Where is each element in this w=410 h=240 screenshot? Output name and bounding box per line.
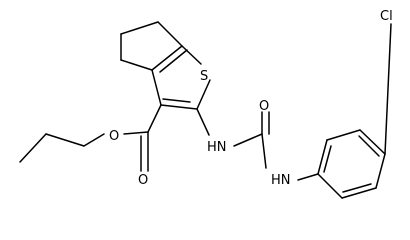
thiophene-ring (151, 45, 211, 110)
bond (317, 139, 328, 175)
chlorine-label: Cl (380, 9, 393, 24)
chlorophenyl-ring (317, 23, 392, 199)
cyclopentane-ring (120, 21, 183, 71)
bond (181, 45, 202, 65)
bond (45, 133, 85, 147)
sulfur-label: S (200, 69, 208, 84)
bond (341, 187, 377, 199)
urea-oxygen-label: O (259, 99, 269, 114)
ester-oxygen-label: O (109, 129, 119, 144)
bond (120, 59, 153, 71)
bond (359, 129, 386, 155)
bond (83, 133, 105, 147)
bond (196, 79, 211, 110)
bond (160, 104, 198, 110)
bond (326, 129, 361, 141)
bond (196, 108, 210, 136)
propyl-ester-group (19, 104, 162, 172)
bond (123, 131, 149, 135)
bond (157, 21, 183, 47)
bond (342, 183, 372, 193)
bond (151, 69, 162, 106)
bond (147, 104, 162, 133)
bond (162, 98, 191, 103)
bond (317, 173, 343, 199)
bond (120, 21, 159, 35)
nh-left-label: HN (207, 140, 227, 155)
molecule-structure-diagram: S O O O HN HN Cl (19, 9, 393, 199)
bond (384, 23, 392, 155)
bond (151, 45, 183, 71)
bond (297, 173, 319, 181)
nh-right-label: HN (271, 173, 291, 188)
bond (358, 135, 380, 157)
bond (159, 49, 188, 73)
bond (375, 153, 386, 189)
bond (323, 145, 332, 173)
bond (19, 133, 47, 163)
urea-linkage (196, 108, 319, 181)
ester-carbonyl-oxygen-label: O (138, 173, 148, 188)
bond (233, 133, 263, 147)
bond (261, 133, 267, 169)
